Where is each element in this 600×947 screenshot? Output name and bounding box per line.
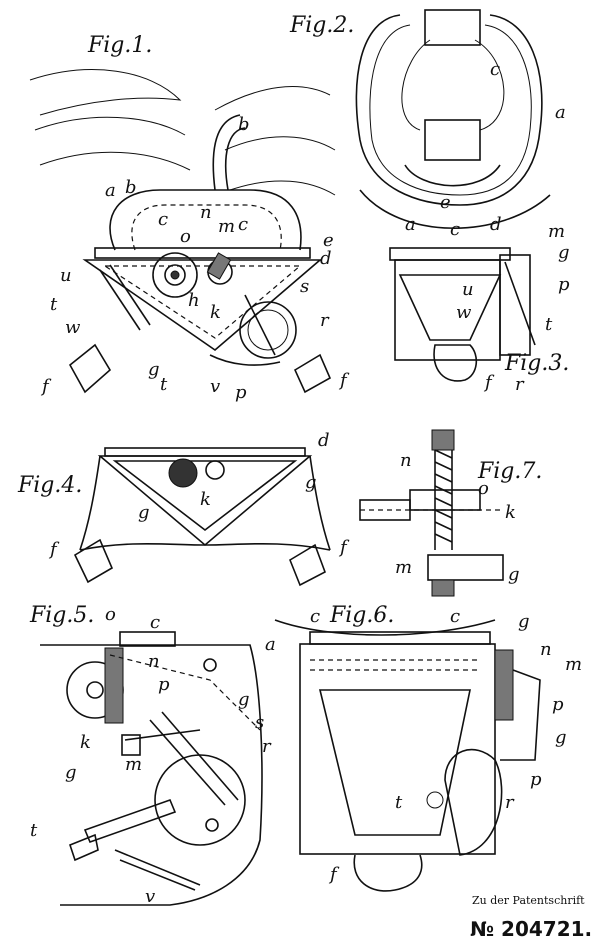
label: m xyxy=(565,654,582,675)
label: a xyxy=(405,214,416,235)
label: k xyxy=(505,502,516,523)
label: f xyxy=(338,537,350,558)
label: c xyxy=(310,606,320,627)
label: u xyxy=(462,279,474,300)
figure-3: Fig.3. a c d m g u p w t f r xyxy=(359,189,570,395)
label: e xyxy=(323,230,334,251)
figure-5-title: Fig.5. xyxy=(29,603,94,628)
figure-7-title: Fig.7. xyxy=(477,459,542,484)
label: p xyxy=(158,674,170,695)
figure-3-title: Fig.3. xyxy=(504,351,569,376)
label: w xyxy=(65,317,81,338)
label: g xyxy=(555,727,567,748)
label: p xyxy=(558,274,570,295)
label: k xyxy=(200,489,211,510)
label: t xyxy=(50,294,58,315)
label: g xyxy=(518,611,530,632)
label: f xyxy=(483,372,495,393)
label: g xyxy=(238,689,250,710)
label: r xyxy=(505,792,515,813)
label: p xyxy=(552,694,564,715)
label: f xyxy=(328,864,340,885)
label: p xyxy=(530,769,542,790)
label: d xyxy=(490,214,502,235)
label: m xyxy=(125,754,142,775)
figure-7: Fig.7. n o k m g xyxy=(359,429,542,597)
label: a xyxy=(105,180,116,201)
label: c xyxy=(450,606,460,627)
label: c xyxy=(490,59,500,80)
label: f xyxy=(338,370,350,391)
label: n xyxy=(400,450,412,471)
patent-number: № 204721. xyxy=(470,917,593,941)
label: g xyxy=(138,502,150,523)
label: o xyxy=(180,226,191,247)
label: k xyxy=(80,732,91,753)
figure-6: Fig.6. c c g a n m p g t p r f xyxy=(265,603,582,892)
label: h xyxy=(188,290,200,311)
figure-4-title: Fig.4. xyxy=(17,473,82,498)
figure-5: Fig.5. o c n p g k s g m r t v xyxy=(29,603,272,907)
label: s xyxy=(255,712,264,733)
label: t xyxy=(545,314,553,335)
label: c xyxy=(150,612,160,633)
label: o xyxy=(478,478,489,499)
label: b xyxy=(238,114,250,135)
label: f xyxy=(40,376,52,397)
label: m xyxy=(395,557,412,578)
label: w xyxy=(456,302,472,323)
label: c xyxy=(238,214,248,235)
label: v xyxy=(145,886,155,907)
figure-6-title: Fig.6. xyxy=(329,603,394,628)
label: g xyxy=(508,564,520,585)
label: n xyxy=(148,651,160,672)
label: r xyxy=(262,736,272,757)
label: e xyxy=(440,192,451,213)
label: r xyxy=(320,310,330,331)
label: m xyxy=(548,221,565,242)
label: d xyxy=(318,430,330,451)
label: a xyxy=(265,634,276,655)
figure-4: Fig.4. d g g k f f xyxy=(17,430,350,587)
figure-1-title: Fig.1. xyxy=(87,33,152,58)
label: f xyxy=(48,539,60,560)
label: n xyxy=(540,639,552,660)
label: b xyxy=(125,177,137,198)
label: p xyxy=(235,382,247,403)
label: g xyxy=(148,359,160,380)
label: r xyxy=(515,374,525,395)
footer-note: Zu der Patentschrift xyxy=(472,894,585,907)
figure-2-title: Fig.2. xyxy=(289,13,354,38)
label: m xyxy=(218,216,235,237)
label: t xyxy=(30,820,38,841)
label: t xyxy=(395,792,403,813)
label: c xyxy=(158,209,168,230)
label: k xyxy=(210,302,221,323)
label: t xyxy=(160,374,168,395)
label: n xyxy=(200,202,212,223)
figure-1: Fig.1. b xyxy=(29,33,350,403)
label: s xyxy=(300,276,309,297)
label: a xyxy=(555,102,566,123)
label: g xyxy=(558,242,570,263)
label: g xyxy=(305,472,317,493)
label: d xyxy=(320,248,332,269)
label: o xyxy=(105,604,116,625)
label: v xyxy=(210,376,220,397)
label: c xyxy=(450,219,460,240)
figure-2: Fig.2. c a e xyxy=(289,9,566,213)
label: g xyxy=(65,762,77,783)
label: u xyxy=(60,265,72,286)
